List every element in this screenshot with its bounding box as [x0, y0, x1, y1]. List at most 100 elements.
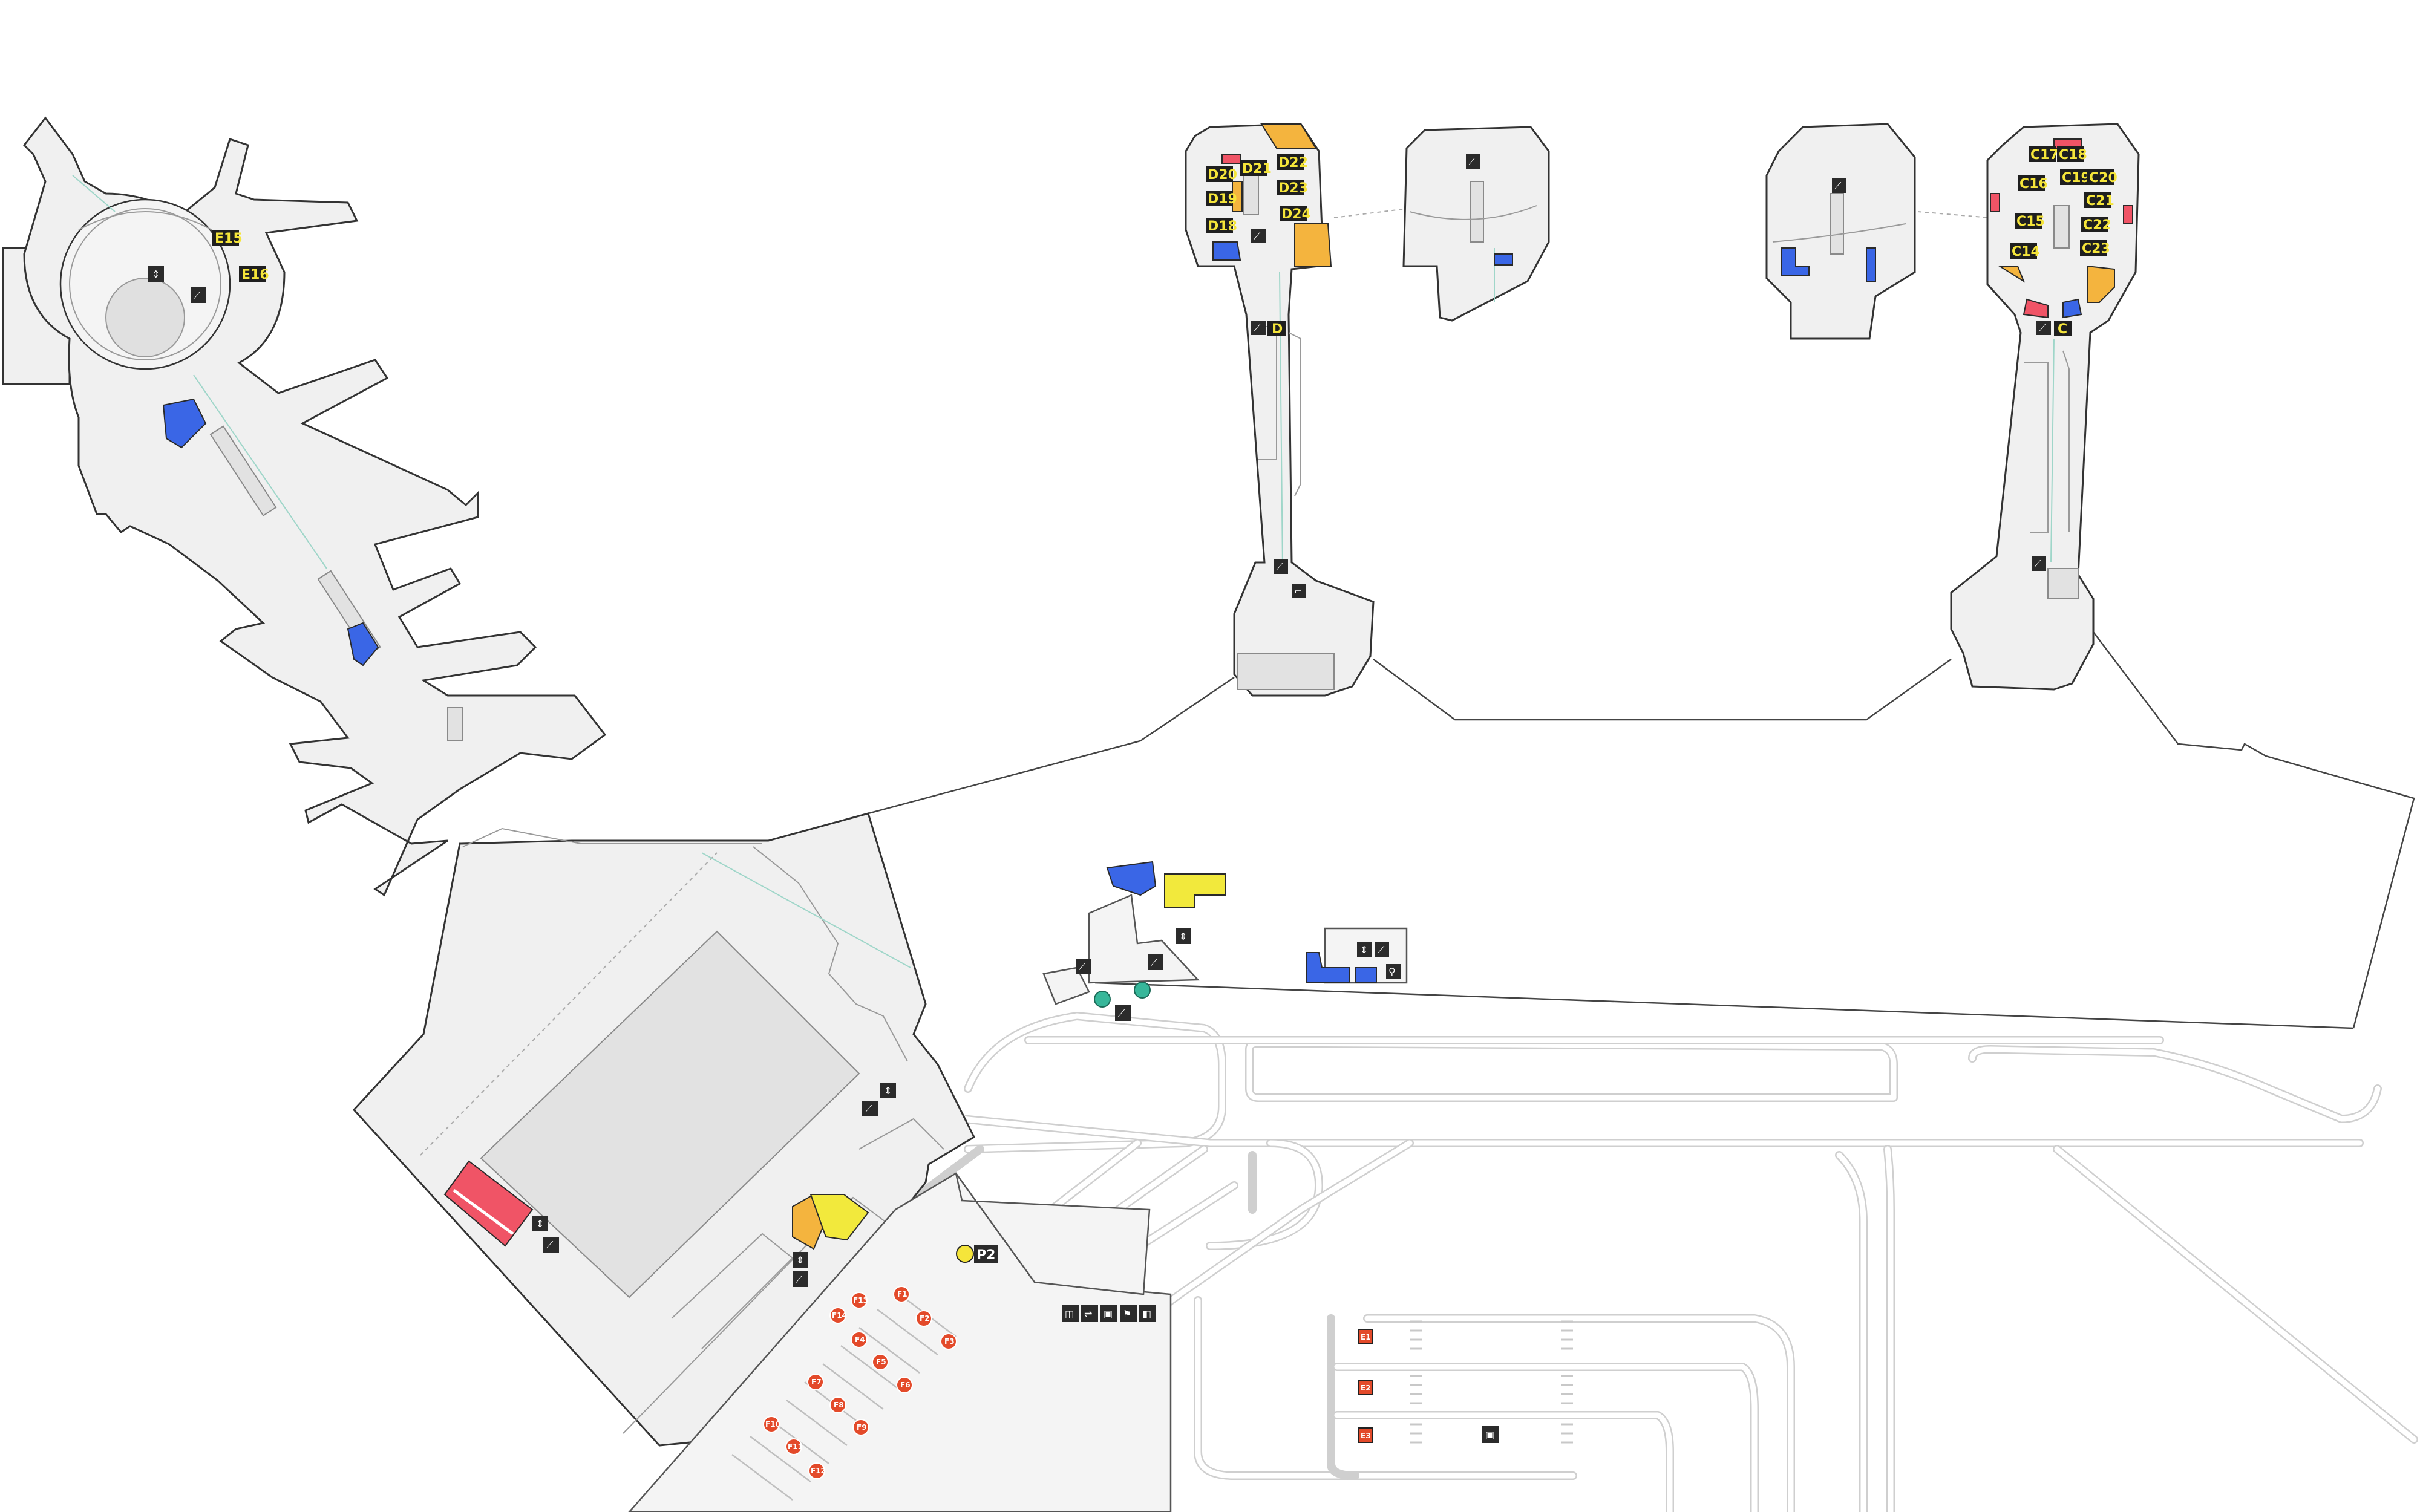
svg-text:C22: C22 [2083, 218, 2111, 233]
svg-text:C21: C21 [2086, 194, 2114, 209]
svg-text:⟋: ⟋ [796, 1274, 803, 1285]
svg-text:D19: D19 [1208, 192, 1237, 207]
escalator-icon: ⟋ [793, 1271, 808, 1287]
svg-text:E3: E3 [1361, 1432, 1371, 1440]
escalator-icon: ⟋ [1274, 559, 1288, 574]
svg-text:⟋: ⟋ [2039, 322, 2046, 334]
svg-text:◧: ◧ [1142, 1308, 1151, 1320]
svg-text:C14: C14 [2012, 244, 2040, 259]
escalator-icon: ⟋ [1251, 321, 1266, 335]
toilet-icon: ⚲ [1386, 964, 1401, 979]
svg-text:▣: ▣ [1485, 1429, 1494, 1441]
svg-text:⟋: ⟋ [194, 290, 201, 301]
svg-text:⟋: ⟋ [1834, 180, 1842, 192]
svg-text:⇕: ⇕ [884, 1085, 892, 1097]
svg-text:▣: ▣ [1104, 1308, 1113, 1320]
svg-text:⚑: ⚑ [1123, 1308, 1131, 1320]
gate-C22: C22 [2081, 217, 2111, 233]
svg-text:D24: D24 [1281, 207, 1311, 222]
escalator-icon: ⟋ [1466, 154, 1480, 169]
svg-text:⇕: ⇕ [1360, 944, 1368, 956]
elevator-icon: ⇕ [1357, 942, 1372, 957]
svg-text:D18: D18 [1208, 219, 1237, 234]
escalator-icon: ⟋ [1076, 959, 1091, 974]
svg-text:F7: F7 [811, 1378, 822, 1386]
taxi-icon: ▣ [1482, 1426, 1499, 1443]
escalator-icon: ⟋ [862, 1101, 878, 1116]
svg-text:F4: F4 [855, 1335, 865, 1344]
satellite-d: ⟋ [1402, 126, 1550, 322]
svg-text:D22: D22 [1278, 155, 1308, 171]
svg-text:⟋: ⟋ [1254, 322, 1261, 334]
gate-C23: C23 [2080, 240, 2110, 256]
svg-text:D: D [1272, 322, 1283, 337]
ground-stops: E1 E2 E3 ▣ [1358, 1329, 1499, 1443]
gate-D19: D19 [1206, 191, 1237, 207]
svg-text:D21: D21 [1242, 161, 1272, 177]
stairs-icon: ⌐ [1292, 584, 1306, 598]
gate-C15: C15 [2015, 213, 2045, 229]
svg-text:D23: D23 [1278, 181, 1308, 196]
svg-text:⟋: ⟋ [865, 1103, 872, 1115]
gate-D21: D21 [1240, 160, 1272, 177]
svg-text:F6: F6 [900, 1381, 911, 1389]
gate-E15: E15 [212, 230, 243, 246]
concourse-d: D20 D21 D22 D19 D23 D18 D24 D ⟋ ⟋ ⟋ ⌐ [1185, 123, 1375, 697]
svg-text:C19: C19 [2062, 171, 2090, 186]
svg-text:E15: E15 [215, 231, 243, 246]
svg-text:⟋: ⟋ [1276, 561, 1283, 573]
svg-text:C: C [2058, 322, 2067, 337]
svg-text:F14: F14 [832, 1311, 847, 1320]
svg-text:P2: P2 [976, 1248, 995, 1263]
svg-text:F11: F11 [788, 1442, 803, 1451]
svg-text:C15: C15 [2016, 214, 2045, 229]
escalator-icon: ⟋ [191, 287, 206, 303]
gate-D20: D20 [1206, 166, 1237, 183]
svg-text:F3: F3 [944, 1337, 955, 1346]
elevator-icon: ⇕ [532, 1216, 548, 1231]
gate-D22: D22 [1277, 154, 1308, 171]
svg-text:⌐: ⌐ [1294, 585, 1302, 597]
elevator-icon: ⇕ [880, 1083, 896, 1098]
svg-text:⟋: ⟋ [1118, 1008, 1125, 1019]
central-facilities: ⟋ ⟋ ⇕ ⟋ ⇕ ⟋ ⚲ [1042, 861, 1408, 1021]
svg-text:C16: C16 [2019, 177, 2048, 192]
satellite-c: ⟋ [1765, 123, 1916, 340]
gate-E16: E16 [239, 266, 269, 282]
escalator-icon: ⟋ [2032, 556, 2046, 571]
bus-plaza: P2 ◫ ⇌ ▣ ⚑ ◧ F1 F2 F3 F4 F5 F6 F7 F8 F9 … [628, 1172, 1172, 1512]
parking-P2: P2 [956, 1245, 998, 1263]
gate-D24: D24 [1280, 206, 1311, 222]
gate-C21: C21 [2084, 192, 2114, 209]
main-terminal: ⇕ ⟋ ⇕ ⟋ ⇕ ⟋ [352, 812, 975, 1447]
escalator-icon: ⟋ [1148, 954, 1163, 970]
elevator-icon: ⇕ [1176, 928, 1191, 944]
svg-text:C17: C17 [2030, 148, 2059, 163]
svg-text:⟋: ⟋ [1254, 230, 1261, 242]
concourse-e: E15 E16 ⇕ ⟋ [2, 116, 607, 902]
svg-text:⇕: ⇕ [536, 1218, 544, 1230]
svg-text:F2: F2 [920, 1314, 930, 1323]
svg-text:⚲: ⚲ [1388, 966, 1396, 977]
svg-text:C23: C23 [2082, 241, 2110, 256]
svg-text:⟋: ⟋ [2034, 558, 2041, 570]
gate-C: C [2054, 321, 2072, 337]
svg-text:⇕: ⇕ [152, 269, 160, 280]
svg-text:C20: C20 [2089, 171, 2118, 186]
elevator-icon: ⇕ [793, 1252, 808, 1268]
svg-text:⟋: ⟋ [1378, 944, 1385, 956]
elevator-icon: ⇕ [148, 266, 164, 282]
svg-text:F13: F13 [853, 1296, 868, 1305]
escalator-icon: ⟋ [1832, 178, 1846, 193]
gate-C14: C14 [2010, 243, 2040, 259]
svg-text:C18: C18 [2059, 148, 2087, 163]
escalator-icon: ⟋ [1115, 1005, 1131, 1021]
svg-text:E2: E2 [1361, 1384, 1371, 1392]
svg-text:⇌: ⇌ [1084, 1308, 1092, 1320]
svg-text:E1: E1 [1361, 1333, 1371, 1341]
svg-text:F1: F1 [897, 1290, 908, 1299]
transport-icons: ◫ ⇌ ▣ ⚑ ◧ [1062, 1305, 1156, 1322]
svg-text:F9: F9 [857, 1423, 867, 1432]
svg-text:E16: E16 [241, 267, 269, 282]
